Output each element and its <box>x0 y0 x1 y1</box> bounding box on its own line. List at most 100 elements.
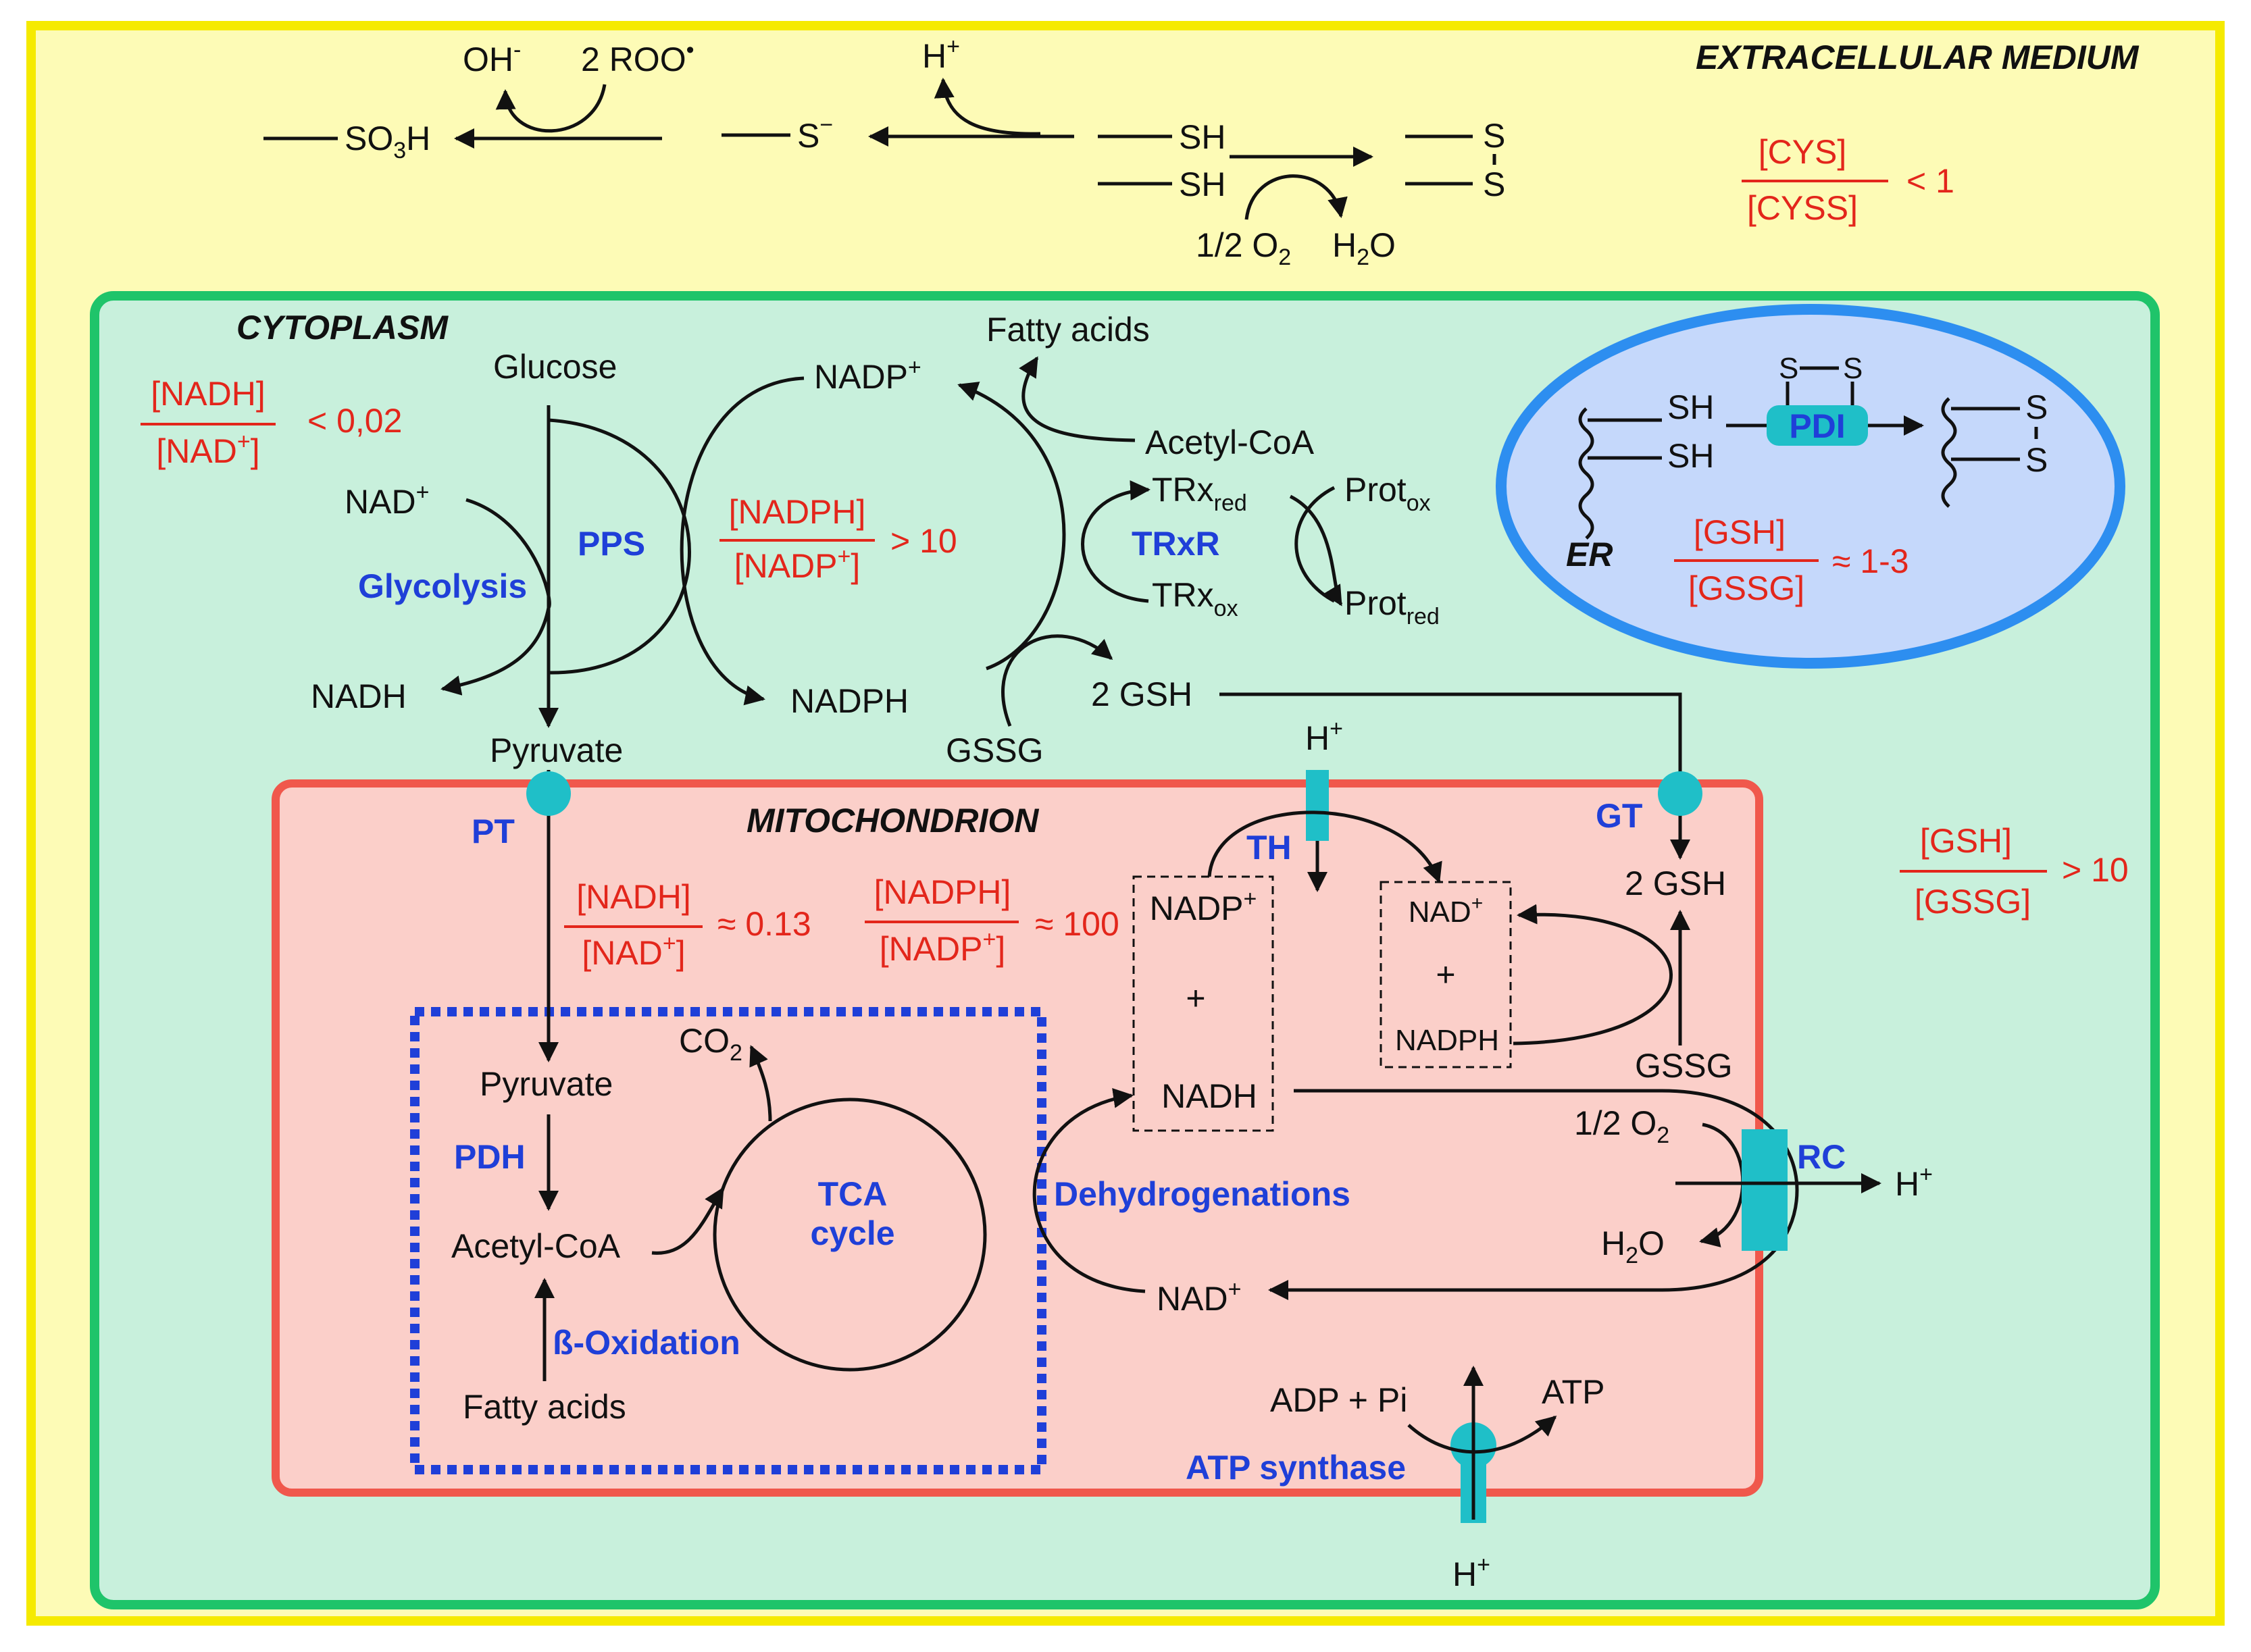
nad-nadph-box <box>1380 881 1512 1068</box>
er-gsh-ratio: [GSH] [GSSG] ≈ 1-3 <box>1674 513 1909 607</box>
glycolysis-label: Glycolysis <box>358 567 527 605</box>
cyto-nad-plus-label: NAD+ <box>345 480 429 521</box>
cyto-gsh-ratio-numerator: [GSH] <box>1920 822 2012 860</box>
cyto-nadph-ratio-numerator: [NADPH] <box>729 493 866 531</box>
mito-nadh-ratio-numerator: [NADH] <box>576 878 690 916</box>
respiratory-chain: Dehydrogenations NAD+ 1/2 O2 H2O RC H+ <box>1032 1088 1933 1318</box>
glycolysis-pathway: Glucose NAD+ Glycolysis NADH Pyruvate PP… <box>311 348 691 769</box>
dehydrogenations-label: Dehydrogenations <box>1054 1175 1350 1213</box>
glutathione-transporter <box>1658 771 1702 816</box>
er-gsh-ratio-value: ≈ 1-3 <box>1832 542 1909 580</box>
cyto-pyruvate-label: Pyruvate <box>490 731 623 769</box>
cytoplasm-nadh-ratio: [NADH] [NAD+] < 0,02 <box>141 375 402 470</box>
er-thiol-top: SH <box>1667 388 1714 426</box>
extracellular-title: EXTRACELLULAR MEDIUM <box>1696 38 2140 76</box>
cyto-gsh-label: 2 GSH <box>1091 675 1192 713</box>
trx-red-label: TRxred <box>1152 471 1247 516</box>
acetyl-coa-label: Acetyl-CoA <box>1145 423 1315 461</box>
trx-ox-label: TRxox <box>1152 576 1238 621</box>
cyto-gsh-ratio-value: > 10 <box>2062 851 2129 889</box>
atp-synthase-complex: ADP + Pi ATP ATP synthase H+ <box>1186 1366 1605 1593</box>
atp-label: ATP <box>1542 1373 1605 1411</box>
cyto-nadh-ratio-value: < 0,02 <box>307 402 402 440</box>
pdh-label: PDH <box>454 1138 526 1176</box>
atp-synthase-label: ATP synthase <box>1186 1449 1406 1487</box>
cyto-nadph-ratio-denominator: [NADP+] <box>734 544 861 585</box>
mito-nadph-ratio-denominator: [NADP+] <box>880 927 1006 968</box>
er-gsh-ratio-numerator: [GSH] <box>1694 513 1786 551</box>
er-boundary <box>1496 304 2125 669</box>
pps-label: PPS <box>578 525 645 563</box>
box-nadp-plus: NADP+ <box>1150 886 1257 927</box>
box-nad-plus: NAD+ <box>1409 892 1483 929</box>
trxr-label: TRxR <box>1132 525 1220 563</box>
tca-section: Pyruvate PDH Acetyl-CoA ß-Oxidation Fatt… <box>451 1022 987 1426</box>
mito-o2-label: 1/2 O2 <box>1574 1104 1669 1148</box>
pdi-disulfide-left: S <box>1779 352 1798 385</box>
mito-nadh-ratio: [NADH] [NAD+] ≈ 0.13 <box>564 878 811 972</box>
glucose-label: Glucose <box>493 348 617 386</box>
mito-gssg-label: GSSG <box>1635 1047 1732 1085</box>
proton-label-extracellular: H+ <box>922 34 960 75</box>
er-gsh-ratio-denominator: [GSSG] <box>1688 569 1804 607</box>
cys-cyss-ratio: [CYS] [CYSS] < 1 <box>1742 133 1954 227</box>
rc-proton-label: H+ <box>1895 1162 1933 1203</box>
mito-nad-plus-label: NAD+ <box>1157 1276 1241 1318</box>
so3h-label: SO3H <box>345 120 430 163</box>
tca-cycle-circle <box>713 1098 987 1372</box>
box-plus-1: + <box>1186 979 1205 1017</box>
cyto-gssg-label: GSSG <box>946 731 1043 769</box>
mitochondrion-title: MITOCHONDRION <box>747 802 1039 840</box>
prot-red-label: Protred <box>1344 584 1440 629</box>
er-disulfide-top: S <box>2025 388 2048 426</box>
nadp-nadh-box <box>1132 875 1274 1132</box>
prot-ox-label: Protox <box>1344 471 1431 516</box>
oh-label: OH- <box>463 37 521 78</box>
thiol-bottom-label: SH <box>1179 165 1225 203</box>
mito-nadph-ratio: [NADPH] [NADP+] ≈ 100 <box>865 873 1119 968</box>
thiol-top-label: SH <box>1179 118 1225 156</box>
adp-pi-label: ADP + Pi <box>1270 1381 1407 1419</box>
box-plus-2: + <box>1436 956 1455 993</box>
nadph-cycle: NADP+ NADPH Fatty acids Acetyl-CoA TRxre… <box>680 311 1440 769</box>
cyto-gsh-ratio-denominator: [GSSG] <box>1915 883 2031 921</box>
transporters: PT GT H+ TH <box>472 692 1702 1062</box>
pdi-disulfide-right: S <box>1843 352 1863 385</box>
fatty-acids-label: Fatty acids <box>986 311 1150 349</box>
mito-gsh-label: 2 GSH <box>1625 864 1726 902</box>
box-nadh: NADH <box>1161 1077 1257 1115</box>
gt-label: GT <box>1596 797 1642 835</box>
mito-nadph-ratio-value: ≈ 100 <box>1035 905 1119 943</box>
mito-nadh-ratio-denominator: [NAD+] <box>582 931 685 972</box>
mito-fatty-acids-label: Fatty acids <box>463 1388 626 1426</box>
cys-ratio-numerator: [CYS] <box>1759 133 1847 171</box>
transhydrogenase <box>1306 770 1329 841</box>
er-title: ER <box>1566 536 1613 573</box>
box-nadph: NADPH <box>1395 1024 1499 1057</box>
pyruvate-transporter <box>526 771 571 816</box>
tca-beta-oxidation-box <box>410 1007 1046 1474</box>
er-thiol-bottom: SH <box>1667 437 1714 475</box>
mito-acetyl-coa-label: Acetyl-CoA <box>451 1227 621 1265</box>
atp-synthase-proton-label: H+ <box>1452 1552 1490 1593</box>
cyto-nadh-ratio-numerator: [NADH] <box>151 375 265 413</box>
mito-nadh-ratio-value: ≈ 0.13 <box>717 905 811 943</box>
cysteine-oxidation: SO3H OH- 2 ROO• S− H+ SH SH 1/2 O2 H2O S… <box>263 34 1505 270</box>
rc-label: RC <box>1797 1138 1846 1176</box>
cycle-label: cycle <box>810 1214 894 1252</box>
er-disulfide-bottom: S <box>2025 441 2048 479</box>
cyto-nadph-ratio-value: > 10 <box>890 522 957 560</box>
cytoplasm-title: CYTOPLASM <box>236 309 449 346</box>
cys-ratio-value: < 1 <box>1906 162 1954 200</box>
cytoplasm-nadph-ratio: [NADPH] [NADP+] > 10 <box>719 493 957 585</box>
cyto-nadph-label: NADPH <box>790 682 909 720</box>
cyto-nadh-label: NADH <box>311 677 407 715</box>
co2-label: CO2 <box>679 1022 742 1066</box>
er-pdi-reaction: SH SH PDI S S S S <box>1578 352 2048 540</box>
disulfide-bottom-label: S <box>1483 165 1505 203</box>
roo-label: 2 ROO• <box>581 37 694 78</box>
cyto-nadh-ratio-denominator: [NAD+] <box>156 429 259 470</box>
respiratory-chain-complex <box>1742 1129 1788 1251</box>
